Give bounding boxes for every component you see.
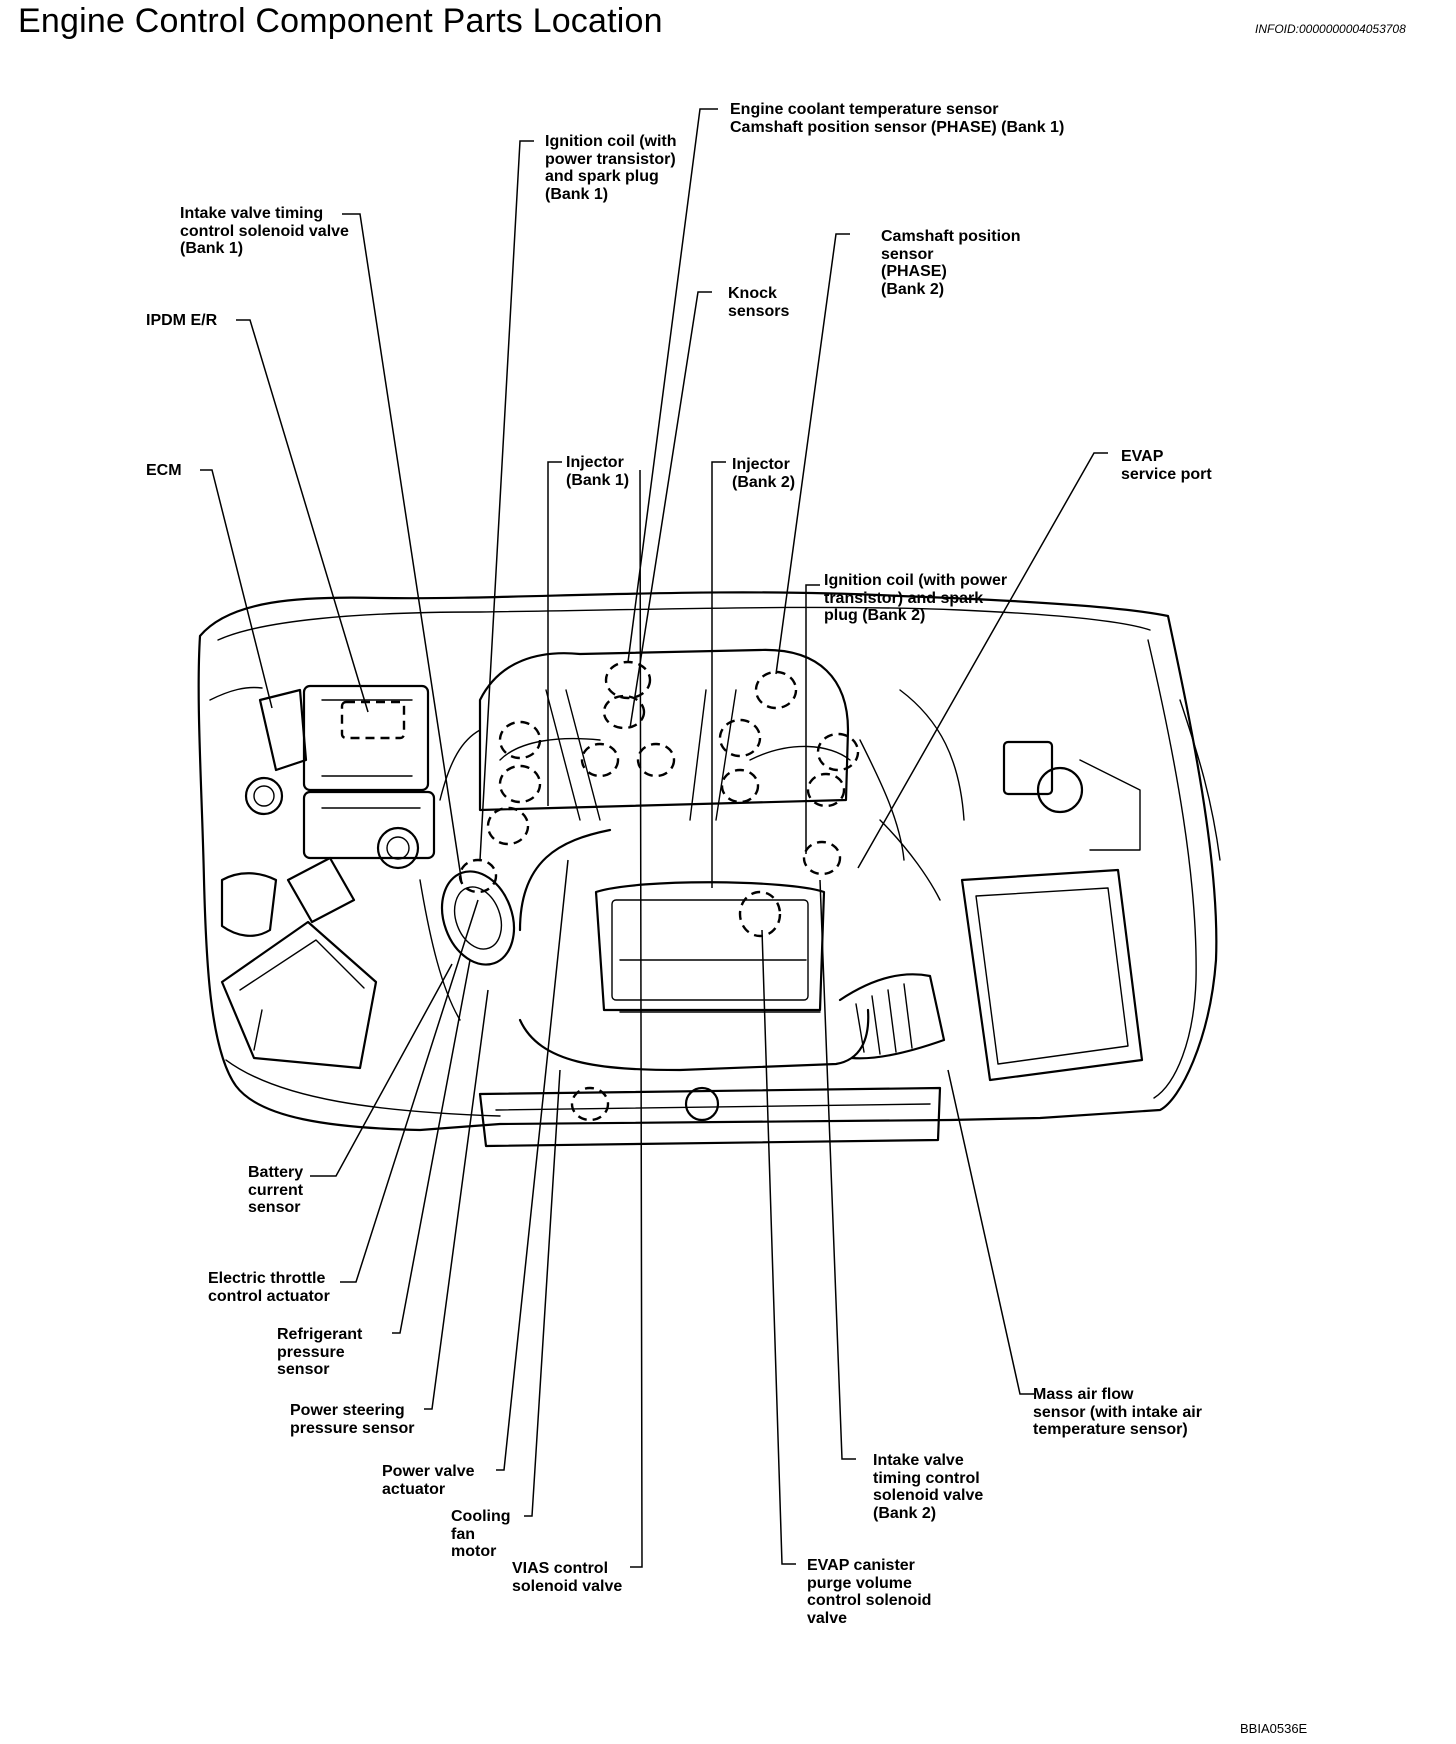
- label-ignition-coil-bank2: Ignition coil (with power transistor) an…: [824, 572, 1008, 624]
- label-ecm: ECM: [146, 462, 182, 479]
- label-power-steering-pressure-sensor: Power steering pressure sensor: [290, 1402, 415, 1437]
- label-cooling-fan-motor: Cooling fan motor: [451, 1508, 511, 1560]
- battery-area: [220, 826, 420, 1070]
- label-electric-throttle-actuator: Electric throttle control actuator: [208, 1270, 330, 1305]
- label-intake-valve-timing-bank2: Intake valve timing control solenoid val…: [873, 1452, 984, 1522]
- label-intake-valve-timing-bank1: Intake valve timing control solenoid val…: [180, 205, 349, 257]
- label-refrigerant-pressure-sensor: Refrigerant pressure sensor: [277, 1326, 363, 1378]
- label-ipdm-er: IPDM E/R: [146, 312, 218, 329]
- label-camshaft-position-bank2: Camshaft position sensor (PHASE) (Bank 2…: [881, 228, 1021, 298]
- air-cleaner: [960, 740, 1144, 1082]
- label-vias-control-solenoid-valve: VIAS control solenoid valve: [512, 1560, 623, 1595]
- label-power-valve-actuator: Power valve actuator: [382, 1463, 475, 1498]
- label-injector-bank1: Injector (Bank 1): [566, 454, 630, 489]
- label-evap-canister-purge-valve: EVAP canister purge volume control solen…: [807, 1557, 932, 1627]
- label-coolant-camshaft-bank1: Engine coolant temperature sensor Camsha…: [730, 101, 1065, 136]
- throttle-intake: [440, 870, 946, 1060]
- hoses: [419, 689, 965, 1021]
- label-mass-air-flow-sensor: Mass air flow sensor (with intake air te…: [1033, 1386, 1202, 1438]
- engine-block: [478, 648, 870, 1072]
- label-evap-service-port: EVAP service port: [1121, 448, 1212, 483]
- radiator-front: [478, 1086, 942, 1148]
- engine-bay-outline: [197, 591, 1221, 1132]
- label-injector-bank2: Injector (Bank 2): [732, 456, 796, 491]
- label-ignition-coil-bank1: Ignition coil (with power transistor) an…: [545, 133, 677, 203]
- leader-lines: [200, 108, 1108, 1568]
- page-title: Engine Control Component Parts Location: [18, 2, 663, 40]
- figure-id: BBIA0536E: [1240, 1721, 1308, 1736]
- label-battery-current-sensor: Battery current sensor: [248, 1164, 304, 1216]
- label-knock-sensors: Knock sensors: [728, 285, 790, 320]
- ecm-ipdm-area: [244, 684, 436, 860]
- info-id: INFOID:0000000004053708: [1255, 22, 1406, 36]
